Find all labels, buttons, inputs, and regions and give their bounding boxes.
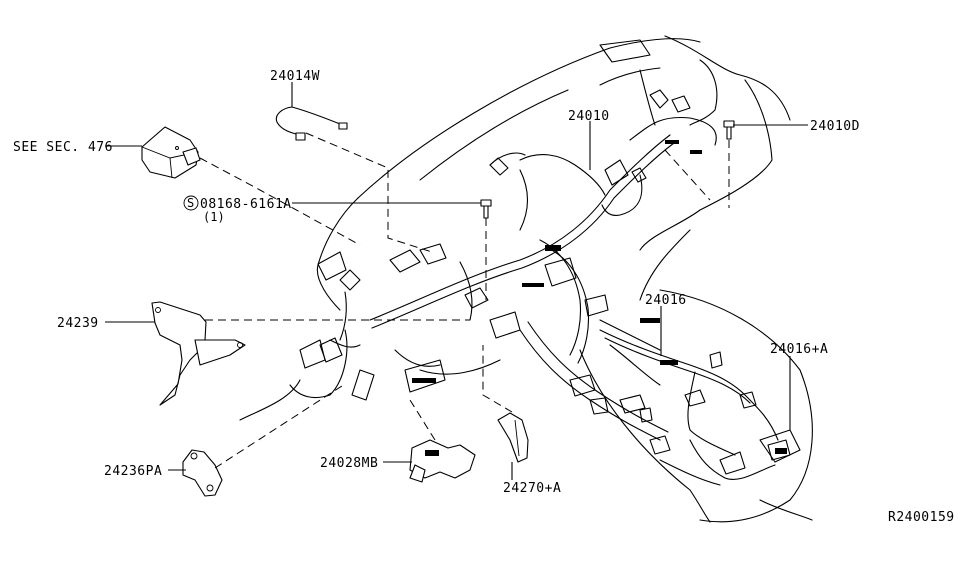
floor-harness-24016 <box>599 329 801 486</box>
callout-24014w: 24014W <box>270 69 320 84</box>
callout-24270a: 24270+A <box>503 481 561 496</box>
part-24236pa-clip <box>182 449 223 497</box>
part-24028mb <box>409 439 476 483</box>
callout-08168-6161a: S 08168-6161A (1) <box>183 195 292 224</box>
callout-24010: 24010 <box>568 109 610 124</box>
part-sec-476-module <box>141 126 201 179</box>
bolt-08168-6161a <box>480 199 492 219</box>
s-symbol-letter: S <box>187 196 194 210</box>
diagram-reference-code: R2400159 <box>888 510 955 525</box>
callout-24236pa: 24236PA <box>104 464 162 479</box>
part-number: 08168-6161A <box>200 197 292 212</box>
quantity: (1) <box>203 210 225 224</box>
callout-see-sec-476: SEE SEC. 476 <box>13 140 113 155</box>
callout-24239: 24239 <box>57 316 99 331</box>
dashboard-outline <box>239 35 813 523</box>
main-harness-24010 <box>299 59 718 441</box>
s-symbol-circle <box>183 195 199 211</box>
part-24239-bracket <box>151 301 246 406</box>
bolt-24010d <box>723 120 735 140</box>
part-24270a-cover <box>497 412 529 463</box>
part-24014w <box>275 106 348 141</box>
callout-24016: 24016 <box>645 293 687 308</box>
leader-lines <box>105 82 808 480</box>
callout-24028mb: 24028MB <box>320 456 378 471</box>
callout-24010d: 24010D <box>810 119 860 134</box>
callout-24016a: 24016+A <box>770 342 828 357</box>
